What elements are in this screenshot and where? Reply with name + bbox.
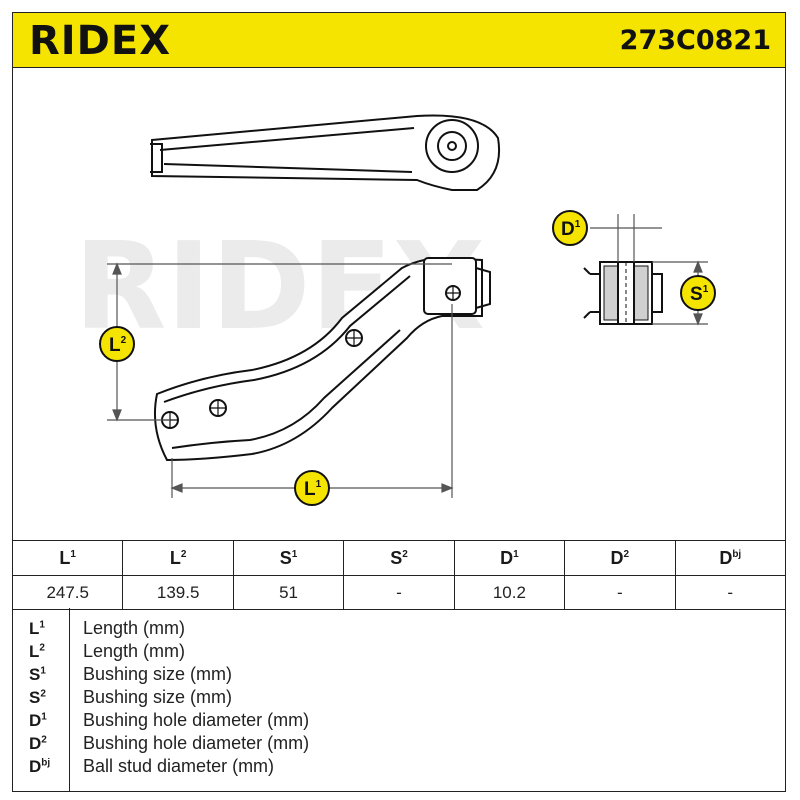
col-header-d2: D2 [564,540,676,576]
legend-symbol: S2 [29,688,46,707]
value-s1: 51 [232,575,345,610]
legend-description: Bushing hole diameter (mm) [83,710,310,730]
legend-symbol: L2 [29,642,45,661]
label-l2-text: L2 [109,335,127,356]
technical-drawing: RIDEX L1 [74,114,716,506]
legend-row: D1 Bushing hole diameter (mm) [13,709,785,732]
legend-row: S2 Bushing size (mm) [13,686,785,709]
legend-row: L2 Length (mm) [13,640,785,663]
legend-symbol: S1 [29,665,46,684]
label-l1-text: L1 [304,479,322,500]
legend-row: L1 Length (mm) [13,617,785,640]
legend-symbol: D2 [29,734,47,753]
legend-description: Bushing hole diameter (mm) [83,733,310,753]
value-dbj: - [674,575,787,610]
spec-table: L1 L2 S1 S2 D1 D2 Dbj 247.5 139.5 51 - 1… [11,540,787,610]
col-header-dbj: Dbj [674,540,787,576]
value-l1: 247.5 [11,575,124,610]
legend-description: Length (mm) [83,641,186,661]
label-s1-badge [680,275,716,311]
col-header-s1: S1 [232,540,345,576]
legend-symbol: D1 [29,711,47,730]
header-bar: RIDEX 273C0821 [12,12,786,68]
legend-row: S1 Bushing size (mm) [13,663,785,686]
legend-symbol: L1 [29,619,45,638]
label-d1-text: D1 [561,219,581,240]
legend-divider [69,608,70,791]
legend-description: Ball stud diameter (mm) [83,756,275,776]
value-s2: - [343,575,455,610]
label-l2-badge [99,326,135,362]
label-l1-badge [294,470,330,506]
col-header-s2: S2 [343,540,455,576]
legend-row: Dbj Ball stud diameter (mm) [13,755,785,778]
legend-symbol: Dbj [29,757,51,776]
legend-description: Bushing size (mm) [83,687,233,707]
bushing-detail [583,261,663,325]
value-l2: 139.5 [122,575,234,610]
arm-top-view [150,114,500,191]
col-header-l2: L2 [122,540,234,576]
legend-description: Bushing size (mm) [83,664,233,684]
col-header-d1: D1 [453,540,566,576]
dimension-l2 [107,262,452,422]
dimension-d1 [590,214,662,262]
legend-description: Length (mm) [83,618,186,638]
value-d1: 10.2 [453,575,566,610]
arm-side-view [154,256,491,462]
part-number: 273C0821 [619,25,771,56]
spec-header-row: L1 L2 S1 S2 D1 D2 Dbj [11,540,787,576]
label-d1-badge [552,210,588,246]
label-s1-text: S1 [690,284,709,305]
col-header-l1: L1 [11,540,124,576]
legend-row: D2 Bushing hole diameter (mm) [13,732,785,755]
brand-logo: RIDEX [29,18,172,64]
value-d2: - [564,575,676,610]
legend-box: L1 Length (mm) L2 Length (mm) S1 Bushing… [12,608,786,792]
spec-value-row: 247.5 139.5 51 - 10.2 - - [11,575,787,610]
